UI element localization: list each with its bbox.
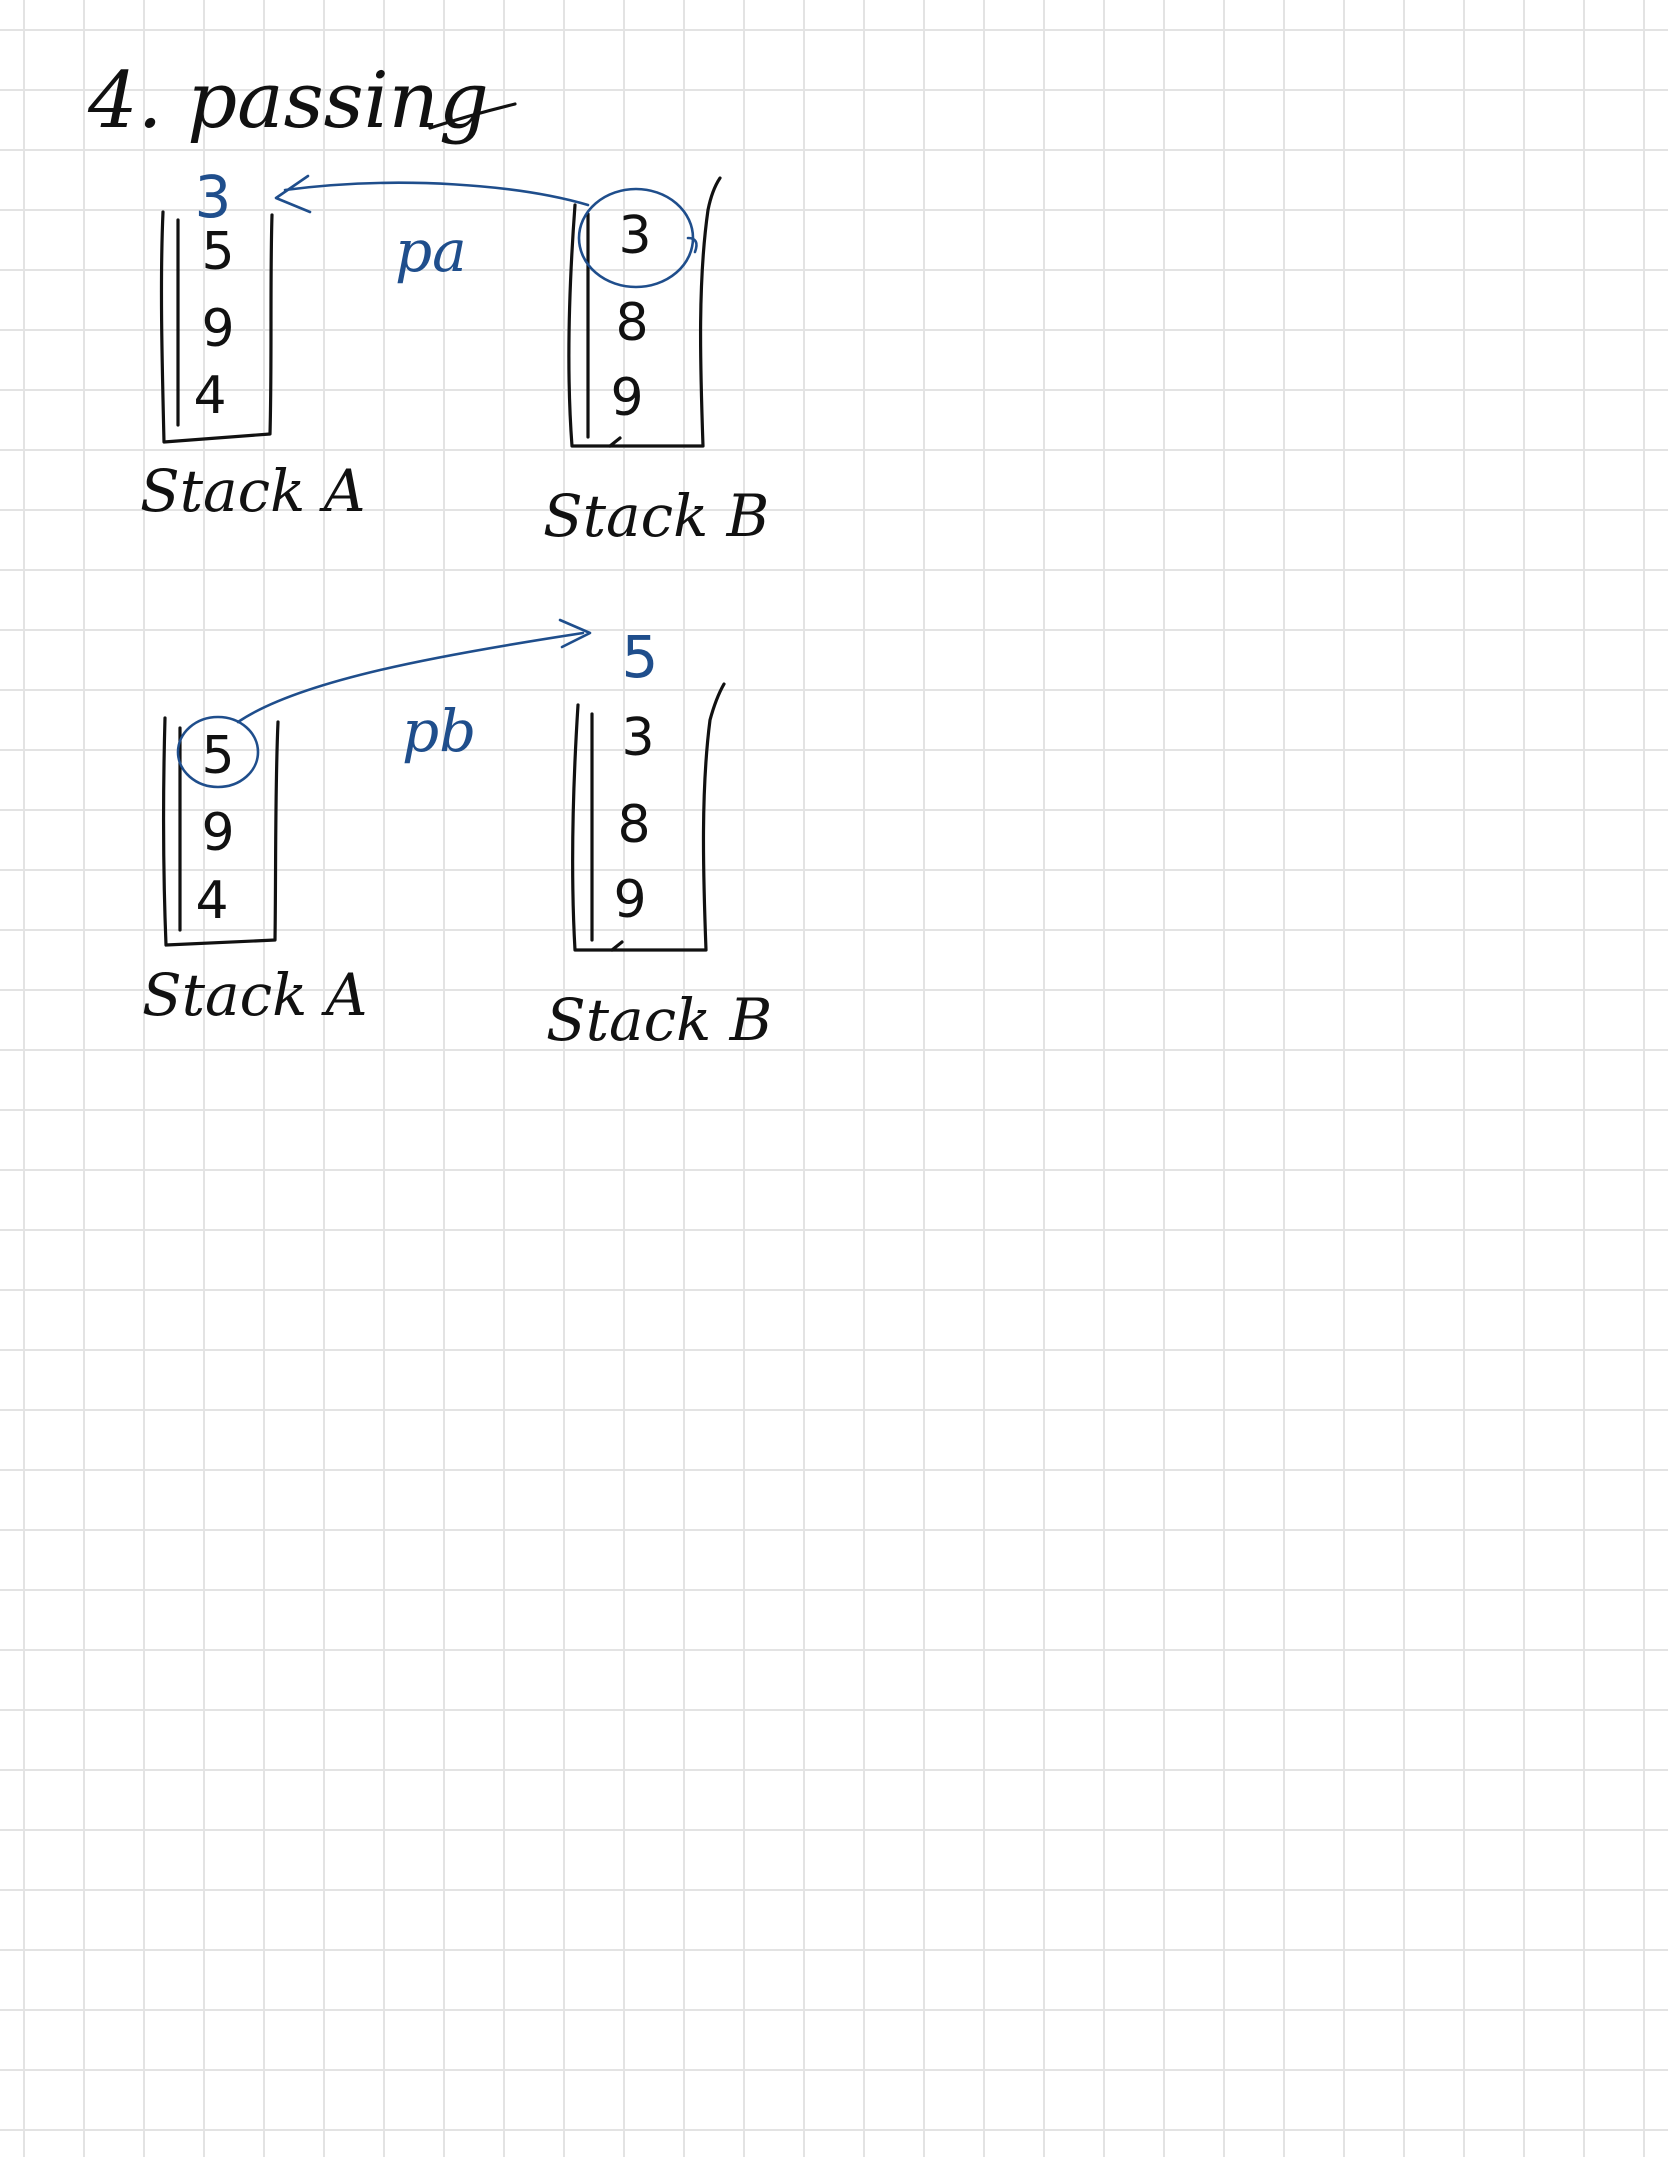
panel2-selection-circle — [176, 715, 260, 789]
panel1-stack-b-item: 9 — [610, 368, 644, 428]
panel1-stack-a-label: Stack A — [140, 457, 366, 525]
panel2-stack-a-label: Stack A — [142, 961, 368, 1029]
panel2-stack-b-item: 3 — [621, 708, 655, 768]
panel2-arrowhead — [558, 618, 592, 649]
panel2-stack-a-outline — [162, 716, 280, 947]
panel1-stack-a-item: 5 — [201, 222, 235, 282]
panel1-stack-a-item: 4 — [193, 366, 227, 426]
panel1-arrowhead — [274, 174, 312, 214]
panel1-stack-a-outline — [159, 210, 274, 444]
panel2-stack-a-item: 5 — [201, 726, 235, 786]
panel2-stack-b-outline — [571, 682, 726, 952]
page-title: 4. passing — [88, 56, 489, 146]
title-flourish — [428, 102, 517, 130]
panel1-stack-b-label: Stack B — [543, 482, 770, 550]
panel2-transfer-arrow — [236, 631, 585, 724]
panel2-stack-b-base-tick — [610, 940, 624, 952]
panel1-stack-a-item: 9 — [201, 299, 235, 359]
panel1-stack-b-outline — [567, 176, 722, 448]
panel2-stack-a-item: 4 — [195, 871, 229, 931]
panel2-stack-b-label: Stack B — [546, 986, 773, 1054]
panel2-operation-label: pb — [402, 697, 477, 765]
panel1-circle-hook — [686, 236, 698, 254]
panel2-moved-value: 5 — [621, 623, 659, 691]
panel2-stack-b-item: 8 — [617, 795, 651, 855]
panel1-transfer-arrow — [283, 181, 590, 207]
panel1-stack-b-base-tick — [608, 436, 622, 448]
panel1-stack-b-item: 8 — [615, 293, 649, 353]
panel1-moved-value: 3 — [194, 163, 232, 231]
panel2-stack-a-item: 9 — [201, 803, 235, 863]
panel2-stack-b-item: 9 — [613, 870, 647, 930]
panel1-operation-label: pa — [395, 217, 467, 285]
panel1-stack-b-item: 3 — [618, 206, 652, 266]
